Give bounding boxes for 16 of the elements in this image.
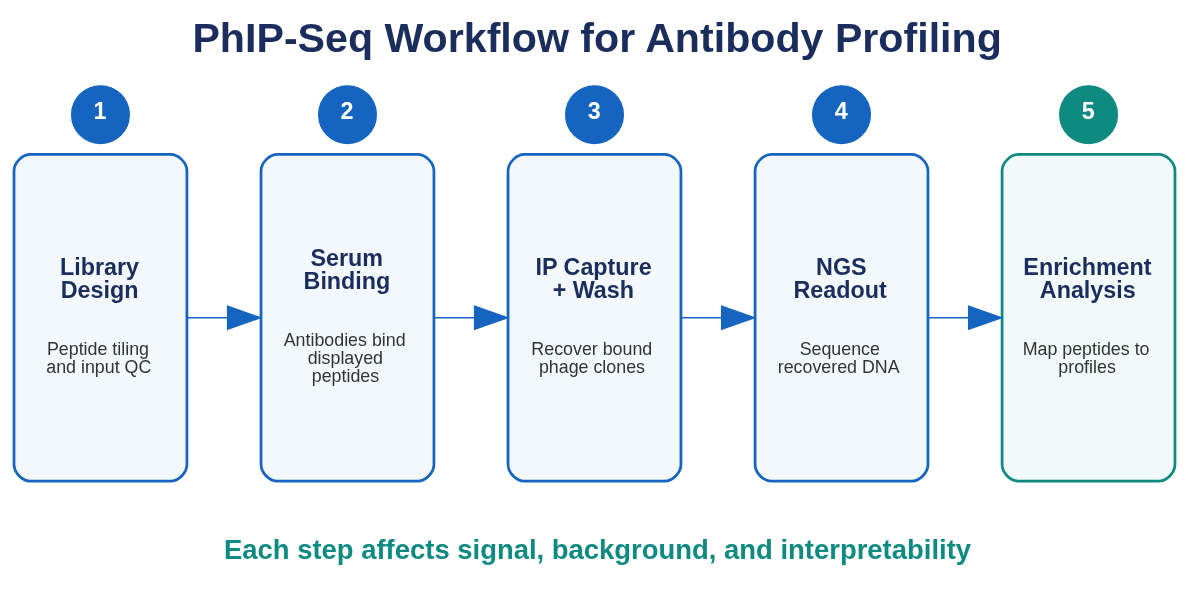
node-circle: 5: [1059, 85, 1119, 145]
node-circle: 2: [317, 85, 377, 145]
arrow: [433, 305, 510, 331]
node-box: NGS Readout Sequence recovered DNA: [753, 153, 930, 483]
node-box: Library Design Peptide tiling and input QC: [12, 153, 189, 483]
diagram-title: PhIP-Seq Workflow for Antibody Profiling: [192, 14, 1002, 61]
caption: Each step affects signal, background, and interpretability: [223, 534, 972, 566]
arrow: [186, 305, 263, 331]
arrow: [927, 305, 1004, 331]
node-circle: 4: [812, 85, 872, 145]
arrow: [680, 305, 757, 331]
node-box: Enrichment Analysis Map peptides to profiles: [1000, 153, 1177, 483]
node-circle: 3: [565, 85, 624, 145]
node-box: IP Capture + Wash Recover bound phage clones: [506, 153, 683, 483]
node-circle: 1: [70, 85, 130, 145]
node-box: Serum Binding Antibodies bind displayed peptides: [259, 153, 436, 483]
